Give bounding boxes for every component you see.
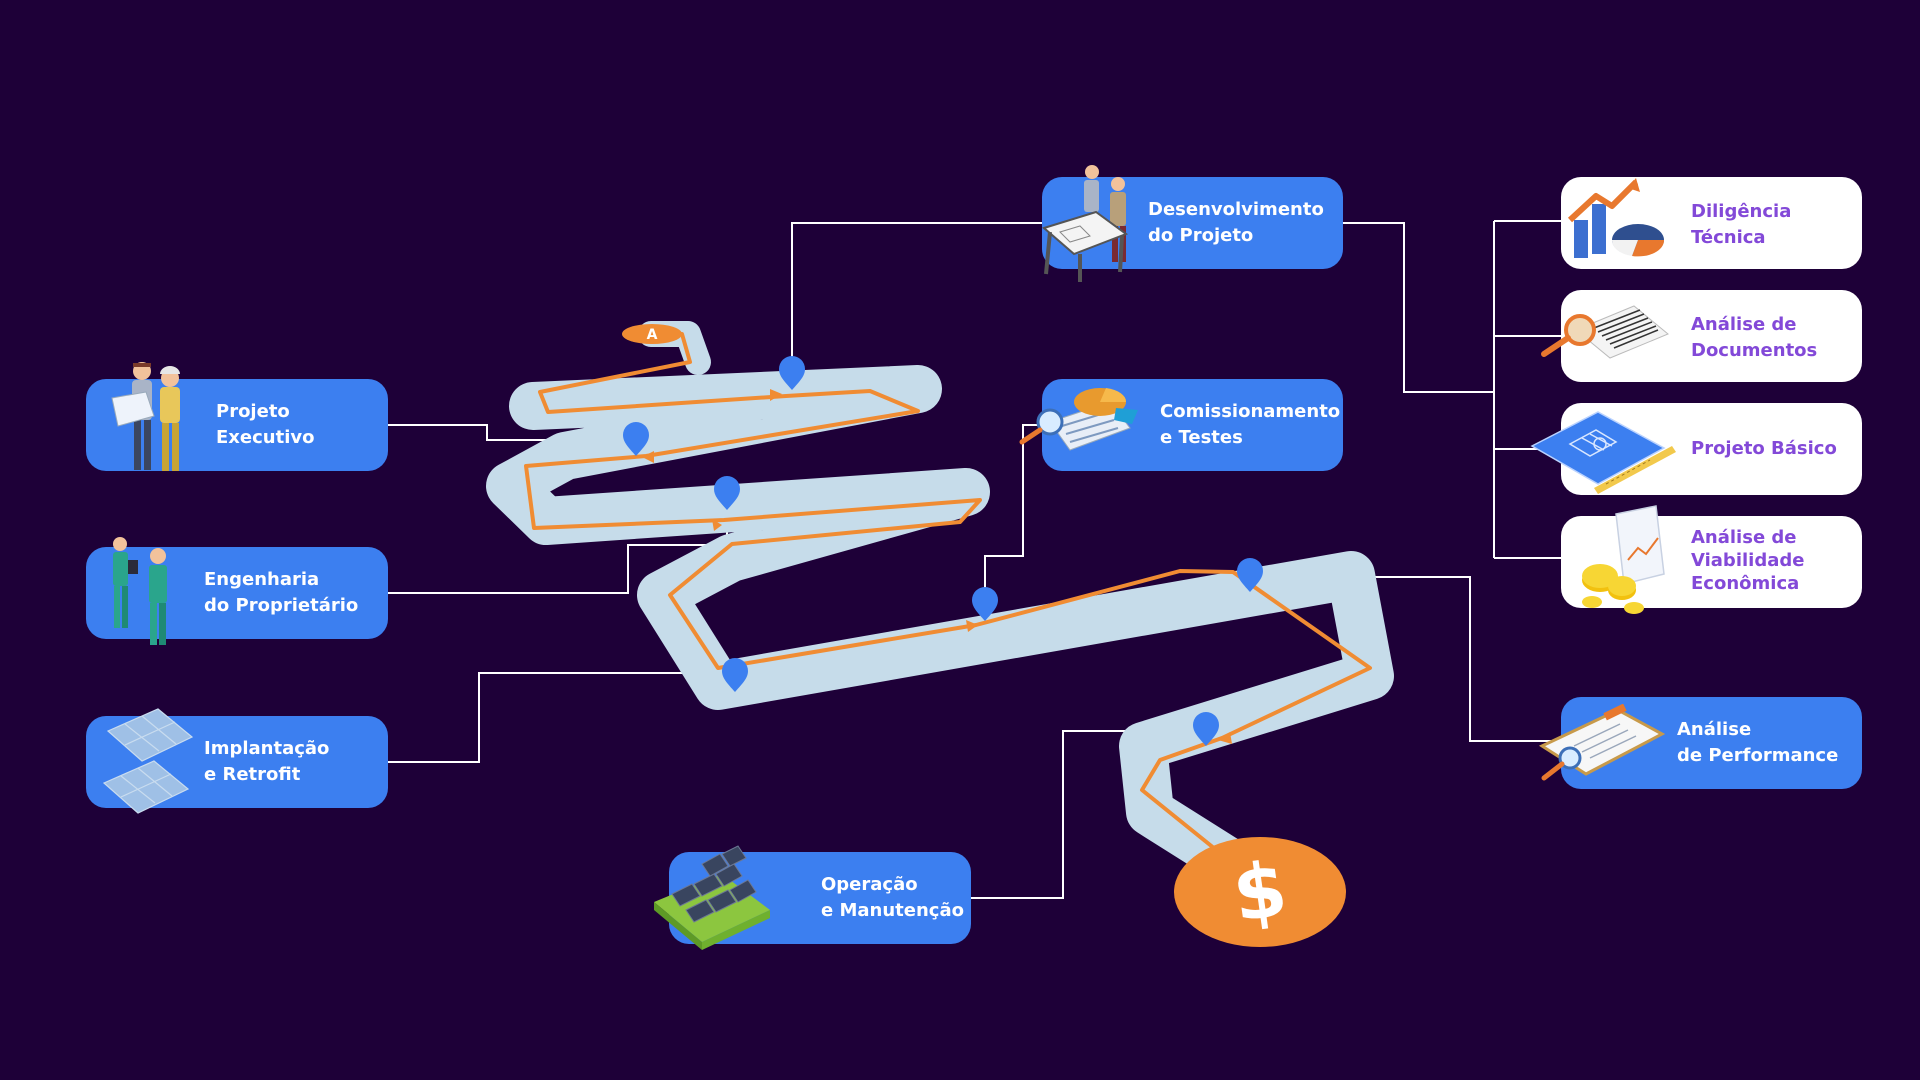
- step-label: Análise de Viabilidade Econômica: [1691, 527, 1805, 594]
- growth-chart-icon: [1567, 178, 1665, 258]
- start-marker: A: [622, 324, 682, 344]
- start-marker-label: A: [647, 327, 658, 343]
- pie-chart-magnifier-icon: [1019, 388, 1138, 451]
- step-label: Projeto Executivo: [216, 401, 315, 448]
- connector-desenvolvimento: [791, 222, 1042, 375]
- map-pin-icon: [1237, 558, 1263, 592]
- map-pin-icon: [779, 356, 805, 390]
- coins-and-report-icon: [1582, 505, 1665, 614]
- winding-road: [486, 365, 1394, 894]
- connector-comissionamento: [984, 424, 1042, 606]
- route-arrows: [642, 389, 1232, 744]
- step-label: Engenharia do Proprietário: [204, 569, 359, 616]
- map-pin-icon: [714, 476, 740, 510]
- connector-lines: [388, 220, 1561, 899]
- two-people-with-blueprint-icon: [111, 362, 180, 471]
- step-label: Desenvolvimento do Projeto: [1148, 199, 1324, 246]
- step-label: Comissionamento e Testes: [1160, 401, 1341, 448]
- map-pin-icon: [722, 658, 748, 692]
- route-line: [524, 332, 1372, 859]
- step-label: Projeto Básico: [1691, 438, 1837, 459]
- step-label: Análise de Performance: [1677, 719, 1839, 766]
- connector-bracket: [1343, 222, 1494, 393]
- magnifier-over-document-icon: [1541, 305, 1669, 359]
- connector-implantacao: [388, 672, 735, 763]
- end-marker: $: [1174, 837, 1346, 947]
- clipboard-with-magnifier-icon: [1538, 704, 1666, 781]
- pins: [623, 356, 1263, 746]
- blueprint-with-ruler-icon: [1530, 411, 1676, 494]
- two-engineers-with-tablet-icon: [113, 537, 167, 645]
- people-at-drafting-table-icon: [1041, 165, 1129, 282]
- map-pin-icon: [972, 587, 998, 621]
- map-pin-icon: [623, 422, 649, 456]
- map-pin-icon: [1193, 712, 1219, 746]
- step-diligencia-tecnica: Diligência Técnica: [1561, 177, 1862, 269]
- step-label: Operação e Manutenção: [821, 874, 964, 921]
- step-label: Diligência Técnica: [1691, 201, 1792, 248]
- dollar-icon: $: [1228, 844, 1293, 939]
- solar-panels-icon: [102, 708, 194, 814]
- step-label: Análise de Documentos: [1691, 314, 1818, 361]
- step-label: Implantação e Retrofit: [204, 738, 330, 785]
- solar-farm-on-grass-icon: [654, 845, 770, 950]
